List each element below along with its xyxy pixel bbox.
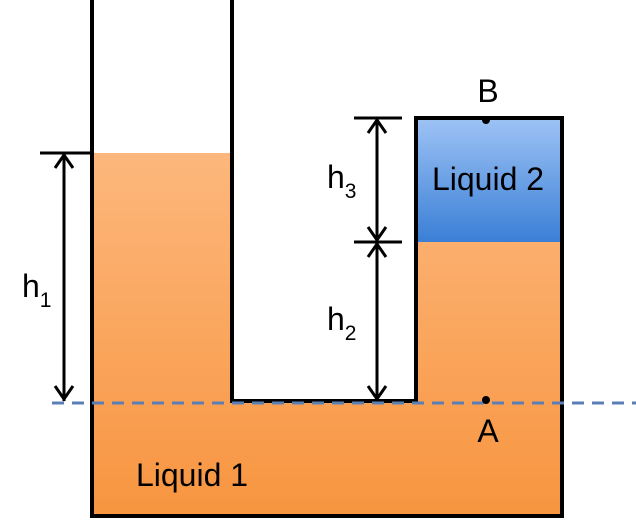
h3-dimension	[354, 116, 402, 244]
liquid-1-region	[92, 153, 562, 516]
h1-dimension	[40, 151, 94, 402]
liquid-1-label: Liquid 1	[136, 457, 248, 493]
h2-label: h2	[327, 301, 356, 345]
point-b-label: B	[477, 73, 498, 109]
point-b-marker	[482, 116, 490, 124]
liquid-2-region	[416, 118, 562, 242]
point-a-label: A	[477, 413, 499, 449]
h3-label: h3	[327, 159, 356, 203]
h1-label: h1	[22, 268, 51, 312]
point-a-marker	[482, 396, 490, 404]
liquid-2-label: Liquid 2	[432, 161, 544, 197]
h2-dimension	[366, 241, 388, 402]
